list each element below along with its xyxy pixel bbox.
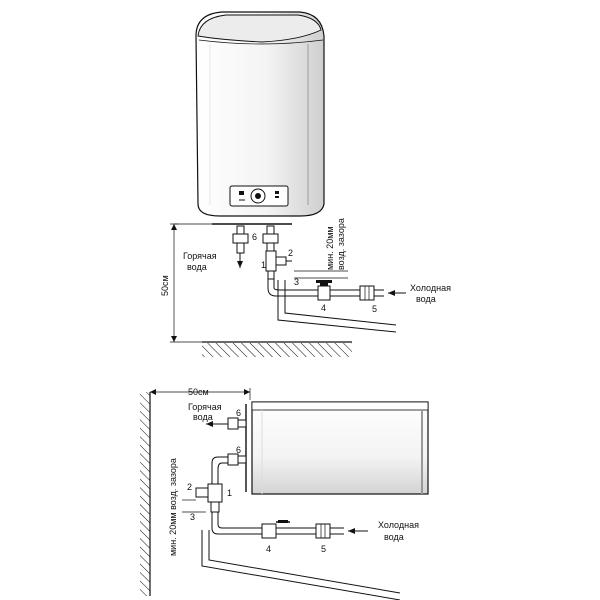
top-part-number-2: 2 xyxy=(288,248,293,258)
bottom-hot-water-label-2: вода xyxy=(193,412,213,422)
wall-hatch xyxy=(140,392,151,596)
bottom-part-number-6-top: 6 xyxy=(236,408,241,418)
bottom-hot-water-label-1: Горячая xyxy=(188,402,222,412)
bottom-part-number-2: 2 xyxy=(187,482,192,492)
cold-water-inlet-fitting-horizontal xyxy=(227,453,247,466)
shutoff-valve xyxy=(316,280,360,301)
bottom-part-number-3: 3 xyxy=(190,512,195,522)
dimension-50cm xyxy=(170,223,205,343)
top-cold-water-label-2: вода xyxy=(416,294,436,304)
horizontal-water-heater xyxy=(251,401,429,495)
safety-valve xyxy=(265,250,292,280)
top-dimension-label: 50см xyxy=(160,275,170,296)
floor-hatch xyxy=(202,341,352,357)
top-hot-water-label-2: вода xyxy=(187,262,207,272)
vertical-water-heater xyxy=(195,11,325,217)
bottom-dimension-label: 50см xyxy=(188,387,209,397)
top-part-number-5: 5 xyxy=(372,304,377,314)
bottom-part-number-4: 4 xyxy=(266,544,271,554)
dimension-50cm-horizontal xyxy=(150,388,251,400)
bottom-part-number-5: 5 xyxy=(321,544,326,554)
top-gap-label-1: мин. 20мм xyxy=(325,226,335,270)
safety-valve-horizontal xyxy=(195,483,223,513)
bottom-cold-water-label-1: Холодная xyxy=(378,520,419,530)
horizontal-installation: 50см Горячая вода Холодная вода мин. 20м… xyxy=(140,387,429,600)
top-part-number-6: 6 xyxy=(252,232,257,242)
cold-water-inlet-fitting xyxy=(262,225,279,252)
top-part-number-3: 3 xyxy=(294,277,299,287)
control-panel xyxy=(229,185,289,207)
hot-water-outlet-fitting-horizontal xyxy=(227,417,247,430)
top-gap-label-2: возд. зазора xyxy=(336,218,346,270)
top-part-number-1: 1 xyxy=(261,260,266,270)
bottom-part-number-6-lower: 6 xyxy=(236,445,241,455)
top-hot-water-label-1: Горячая xyxy=(183,251,217,261)
hot-water-outlet-fitting xyxy=(232,225,249,254)
shutoff-valve-horizontal xyxy=(261,520,316,539)
bottom-gap-label: мин. 20мм возд. зазора xyxy=(168,458,178,556)
vertical-installation: Горячая вода Холодная вода 50см мин. 20м… xyxy=(160,11,451,357)
bottom-cold-water-label-2: вода xyxy=(384,532,404,542)
top-cold-water-label-1: Холодная xyxy=(410,283,451,293)
check-valve-coupling xyxy=(359,285,384,301)
top-part-number-4: 4 xyxy=(321,303,326,313)
check-valve-coupling-horizontal xyxy=(315,523,344,539)
bottom-part-number-1: 1 xyxy=(227,488,232,498)
